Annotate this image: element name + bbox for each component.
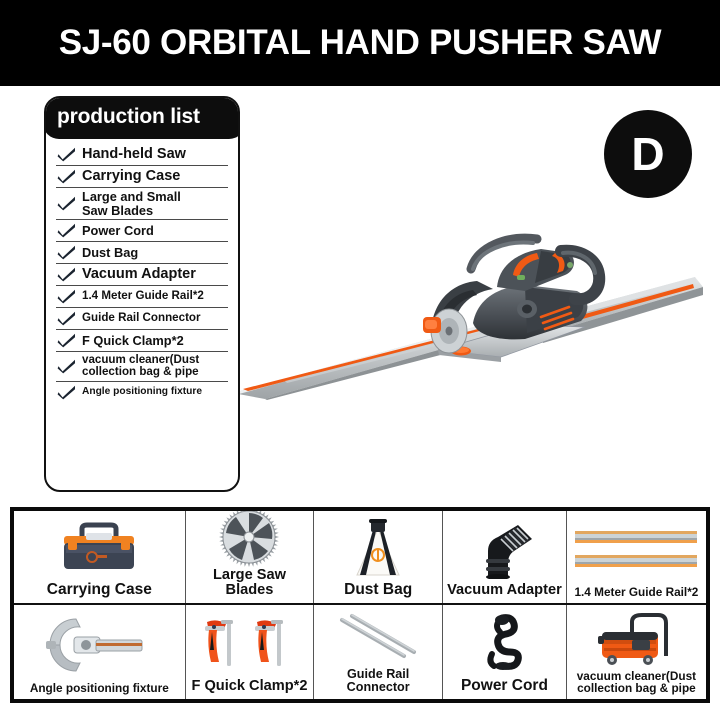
- accessory-grid-row: Carrying Case Large Saw Blades Dust Bag: [14, 511, 706, 605]
- production-list-item: Carrying Case: [56, 166, 228, 188]
- accessory-grid-row: Angle positioning fixture F Quick Clamp*…: [14, 605, 706, 699]
- accessory-cell-label: Angle positioning fixture: [29, 681, 169, 696]
- check-icon: [56, 267, 78, 282]
- production-list-item-label: Power Cord: [82, 222, 154, 238]
- production-list-item: Dust Bag: [56, 242, 228, 265]
- plunge-saw-on-rail-illustration: [233, 233, 703, 400]
- accessory-cell-label: Carrying Case: [46, 581, 152, 599]
- check-icon: [56, 223, 78, 238]
- accessory-cell-label: Guide Rail Connector: [346, 666, 410, 695]
- accessory-cell-label: Vacuum Adapter: [447, 582, 562, 599]
- production-list-item-label: Dust Bag: [82, 244, 139, 260]
- accessory-cell: Vacuum Adapter: [443, 511, 567, 603]
- toolbox-icon: [14, 511, 185, 582]
- variant-badge: D: [604, 110, 692, 198]
- accessory-cell: Carrying Case: [14, 511, 186, 603]
- production-list-item: Guide Rail Connector: [56, 308, 228, 331]
- check-icon: [56, 385, 78, 400]
- power-cord-icon: [443, 605, 566, 678]
- rail-connector-icon: [314, 605, 442, 668]
- production-list-item: Angle positioning fixture: [56, 382, 228, 404]
- accessory-cell: Angle positioning fixture: [14, 605, 186, 699]
- vacuum-cleaner-icon: [567, 605, 706, 670]
- production-list-item-label: Guide Rail Connector: [82, 311, 201, 325]
- accessory-cell: Large Saw Blades: [186, 511, 315, 603]
- check-icon: [56, 333, 78, 348]
- production-list-item-label: Carrying Case: [82, 167, 181, 184]
- check-icon: [56, 147, 78, 162]
- dust-bag-icon: [314, 511, 442, 582]
- hero-product-image: [225, 205, 705, 400]
- accessory-cell: Dust Bag: [314, 511, 444, 603]
- production-list-item: Hand-held Saw: [56, 144, 228, 166]
- f-clamp-icon: [186, 605, 314, 679]
- production-list-item: Power Cord: [56, 220, 228, 243]
- vacuum-adapter-icon: [443, 511, 566, 583]
- check-icon: [56, 359, 78, 374]
- production-list-header: production list: [46, 98, 238, 139]
- accessory-cell-label: Dust Bag: [344, 581, 413, 599]
- saw-blade-icon: [186, 511, 314, 568]
- accessory-cell-label: Power Cord: [460, 677, 548, 695]
- check-icon: [56, 311, 78, 326]
- accessory-cell: Guide Rail Connector: [314, 605, 444, 699]
- production-list-item: 1.4 Meter Guide Rail*2: [56, 286, 228, 309]
- check-icon: [56, 245, 78, 260]
- check-icon: [56, 169, 78, 184]
- page-title: SJ-60 ORBITAL HAND PUSHER SAW: [58, 23, 662, 62]
- production-list-title: production list: [57, 105, 200, 128]
- accessory-grid: Carrying Case Large Saw Blades Dust Bag: [10, 507, 710, 703]
- production-list-item-label: Hand-held Saw: [82, 145, 186, 162]
- production-list-item: Vacuum Adapter: [56, 264, 228, 287]
- guide-rail-icon: [567, 511, 706, 586]
- angle-fixture-icon: [14, 605, 185, 682]
- check-icon: [56, 289, 78, 304]
- production-list-item-label: Vacuum Adapter: [82, 265, 196, 282]
- accessory-cell: 1.4 Meter Guide Rail*2: [567, 511, 706, 603]
- accessory-cell: F Quick Clamp*2: [186, 605, 315, 699]
- production-list-item-label: Angle positioning fixture: [82, 386, 202, 398]
- production-list-item: F Quick Clamp*2: [56, 330, 228, 353]
- accessory-cell-label: F Quick Clamp*2: [191, 678, 308, 695]
- production-list-item-label: F Quick Clamp*2: [82, 332, 184, 348]
- variant-badge-letter: D: [631, 128, 665, 180]
- title-banner: SJ-60 ORBITAL HAND PUSHER SAW: [0, 0, 720, 86]
- production-list-item-label: 1.4 Meter Guide Rail*2: [82, 289, 204, 303]
- accessory-cell-label: Large Saw Blades: [212, 566, 286, 599]
- accessory-cell: Power Cord: [443, 605, 567, 699]
- check-icon: [56, 196, 78, 211]
- accessory-cell-label: 1.4 Meter Guide Rail*2: [574, 585, 699, 600]
